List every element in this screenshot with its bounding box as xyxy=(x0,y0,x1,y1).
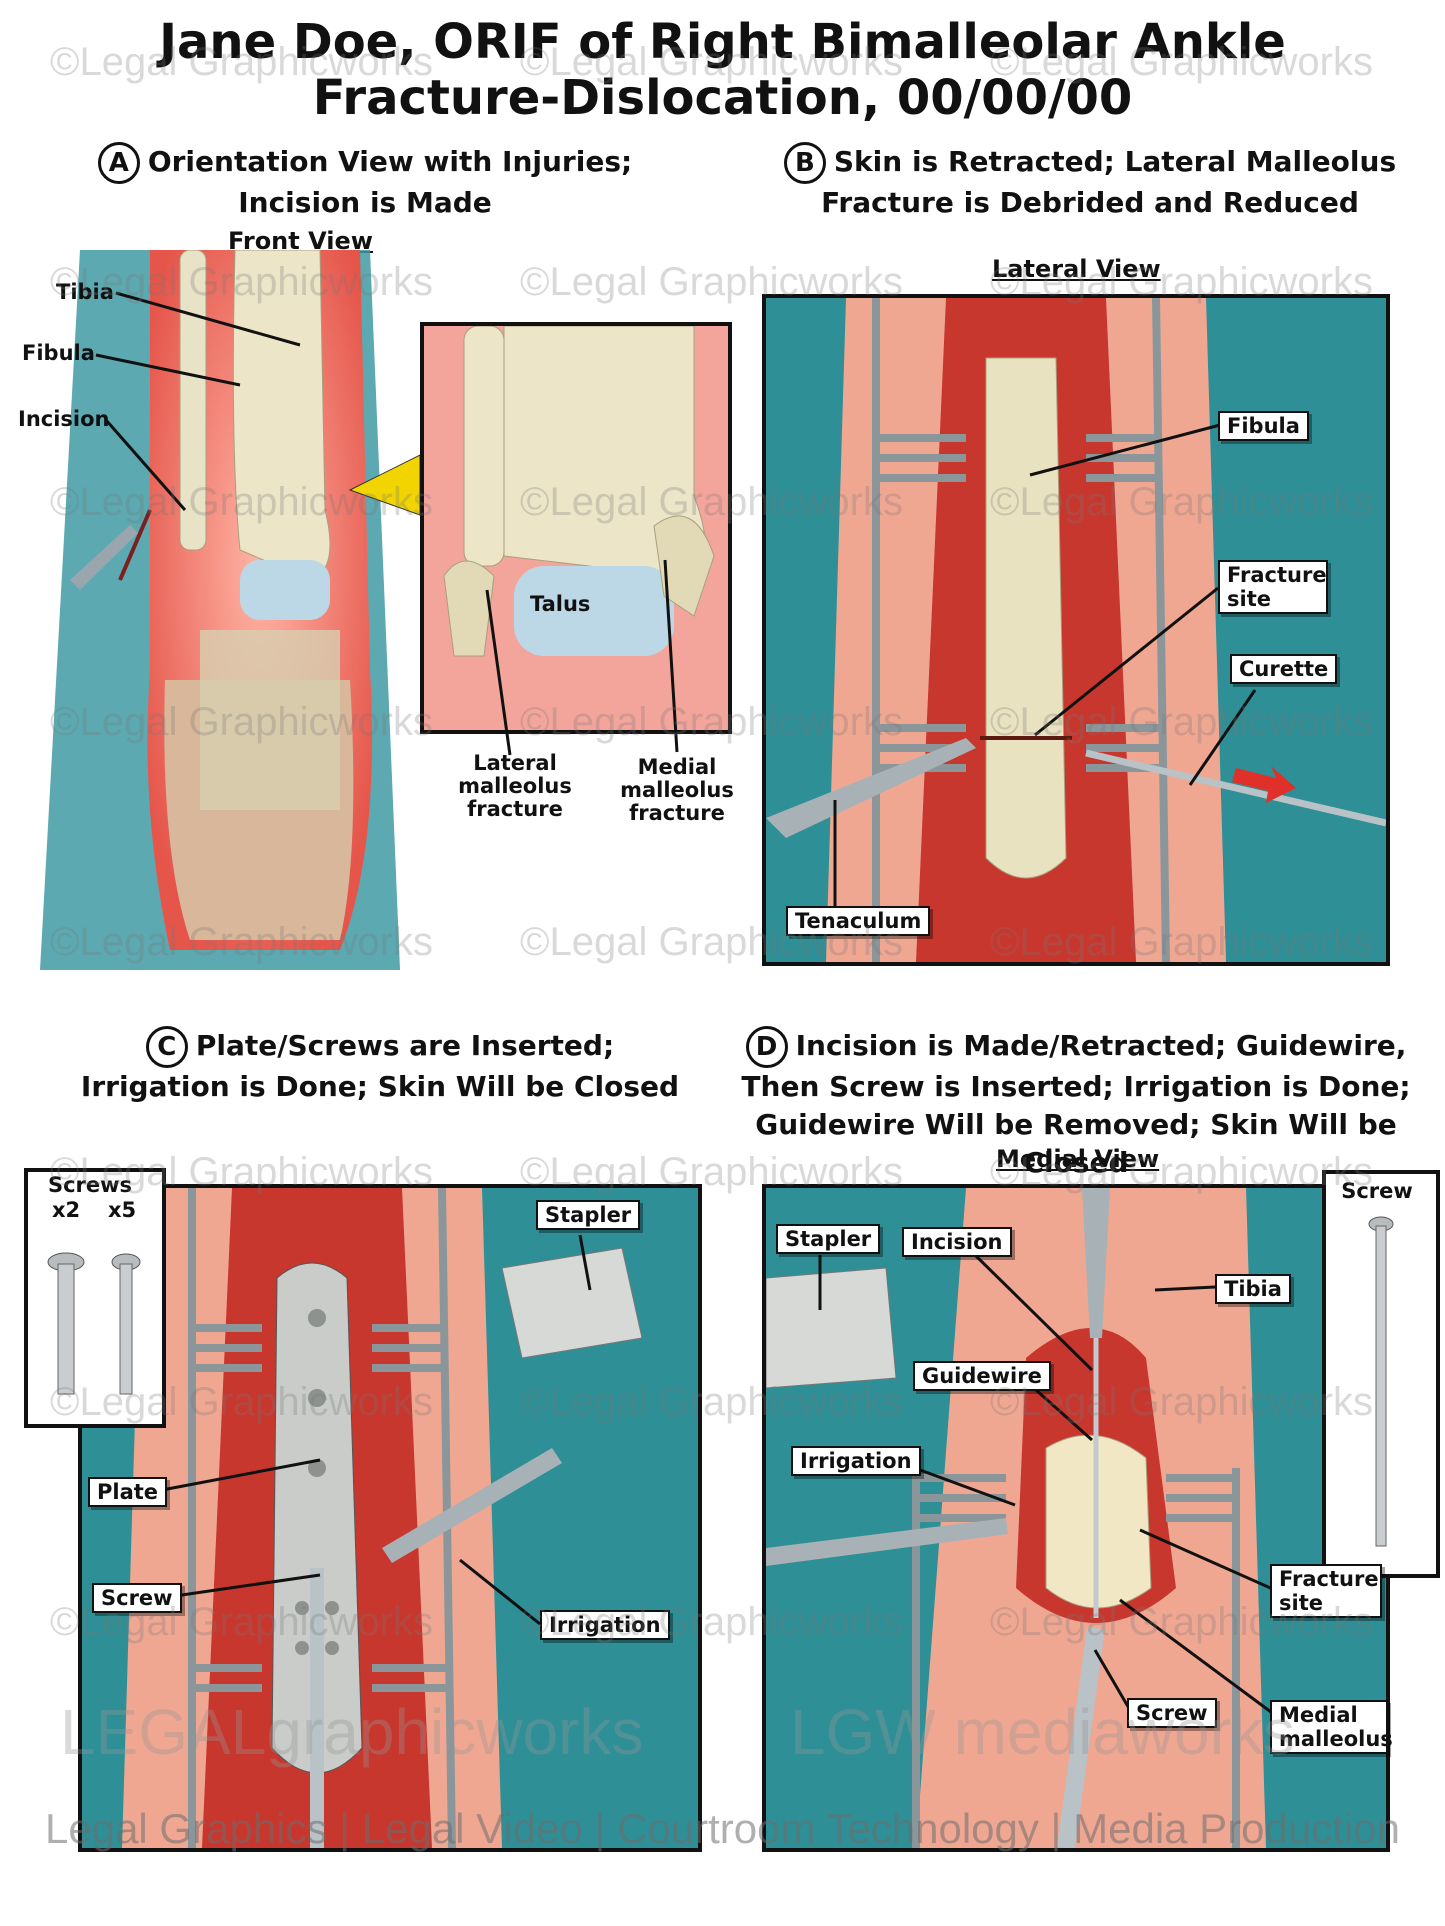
fibula-bone xyxy=(179,250,207,551)
panel-a-illustration xyxy=(40,250,421,970)
panel-b-title-line2: Fracture is Debrided and Reduced xyxy=(821,186,1359,219)
screw-icon-cortical xyxy=(111,1253,141,1395)
talus-bone xyxy=(240,560,330,620)
screwdriver xyxy=(1057,1626,1105,1848)
label-d-fracture-site: Fracture site xyxy=(1270,1564,1382,1618)
brand-right: LGW mediaworks xyxy=(790,1696,1295,1768)
panel-d-title-line2: Then Screw is Inserted; Irrigation is Do… xyxy=(741,1070,1411,1103)
panel-c-frame xyxy=(78,1184,702,1852)
panel-a-letter: A xyxy=(97,142,140,184)
irrigation-tube xyxy=(382,1448,562,1563)
panel-d-letter: D xyxy=(745,1026,788,1068)
curette-tool xyxy=(1085,749,1386,827)
panel-b-view-label: Lateral View xyxy=(992,255,1161,283)
panel-c-title-line2: Irrigation is Done; Skin Will be Closed xyxy=(80,1070,680,1103)
label-c-screws: Screws xyxy=(47,1173,133,1197)
label-a-lateral-malleolus-fracture: Lateral malleolus fracture xyxy=(458,751,572,821)
panel-a-title-line2: Incision is Made xyxy=(238,186,492,219)
label-d-tibia: Tibia xyxy=(1215,1274,1291,1304)
label-a-talus: Talus xyxy=(530,592,591,616)
label-b-tenaculum: Tenaculum xyxy=(786,906,931,936)
label-a-tibia: Tibia xyxy=(56,280,114,304)
panel-a-title-line1: Orientation View with Injuries; xyxy=(147,145,633,178)
panel-c-screws-inset xyxy=(24,1168,166,1428)
panel-b-frame xyxy=(762,294,1390,966)
main-title: Jane Doe, ORIF of Right Bimalleolar Ankl… xyxy=(0,14,1445,126)
tarsal-bones xyxy=(200,630,340,810)
brand-left: LEGALgraphicworks xyxy=(60,1696,644,1768)
screws-inset-illustration xyxy=(47,1252,141,1395)
panel-b-illustration xyxy=(766,298,1386,962)
main-title-line1: Jane Doe, ORIF of Right Bimalleolar Ankl… xyxy=(159,14,1286,70)
screw-icon-locking xyxy=(47,1252,85,1395)
stapler-tool xyxy=(766,1267,897,1389)
panel-b-letter: B xyxy=(783,142,826,184)
label-d-guidewire: Guidewire xyxy=(913,1361,1051,1391)
screw-inset-illustration xyxy=(1368,1216,1394,1547)
irrigation-tube xyxy=(766,1518,1008,1566)
label-b-fracture-site: Fracture site xyxy=(1218,560,1328,614)
fibula-bone xyxy=(985,357,1067,879)
label-d-medial-malleolus: Medial malleolus xyxy=(1270,1700,1393,1754)
label-c-stapler: Stapler xyxy=(536,1200,641,1230)
main-title-line2: Fracture-Dislocation, 00/00/00 xyxy=(312,70,1133,126)
label-c-screw: Screw xyxy=(92,1583,182,1613)
label-c-x2: x2 xyxy=(52,1198,81,1222)
tibia-bone xyxy=(232,250,331,581)
label-c-x5: x5 xyxy=(108,1198,137,1222)
inset-fibula xyxy=(463,326,505,567)
panel-d-title-line1: Incision is Made/Retracted; Guidewire, xyxy=(795,1029,1407,1062)
inset-illustration xyxy=(424,326,728,730)
label-d-irrigation: Irrigation xyxy=(791,1446,921,1476)
panel-c-title-line1: Plate/Screws are Inserted; xyxy=(195,1029,615,1062)
label-a-incision: Incision xyxy=(18,407,110,431)
panel-d-illustration xyxy=(766,1188,1386,1848)
panel-d-screw-inset xyxy=(1322,1170,1440,1578)
label-b-curette: Curette xyxy=(1230,654,1338,684)
label-c-plate: Plate xyxy=(88,1477,168,1507)
scalpel-icon xyxy=(70,525,138,590)
label-a-fibula: Fibula xyxy=(22,341,95,365)
panel-c-illustration xyxy=(82,1188,698,1848)
fixation-plate xyxy=(271,1262,363,1774)
label-d-screw: Screw xyxy=(1127,1698,1217,1728)
label-a-medial-malleolus-fracture: Medial malleolus fracture xyxy=(620,755,734,825)
panel-d-frame xyxy=(762,1184,1390,1852)
cannulated-screw-icon xyxy=(1368,1216,1394,1547)
tenaculum-tool xyxy=(766,738,976,838)
label-b-fibula: Fibula xyxy=(1218,411,1309,441)
panel-a-inset xyxy=(420,322,732,734)
label-d-stapler: Stapler xyxy=(776,1224,881,1254)
panel-c-letter: C xyxy=(145,1026,188,1068)
label-c-irrigation: Irrigation xyxy=(540,1610,670,1640)
footer-tagline: Legal Graphics | Legal Video | Courtroom… xyxy=(45,1805,1400,1852)
inset-talus xyxy=(514,566,674,656)
panel-d-view-label: Medial View xyxy=(996,1145,1160,1173)
panel-b-title-line1: Skin is Retracted; Lateral Malleolus xyxy=(833,145,1397,178)
label-d-incision: Incision xyxy=(902,1227,1012,1257)
incision-line xyxy=(118,509,152,581)
stapler-tool xyxy=(501,1247,643,1359)
label-d-screw-inset: Screw xyxy=(1341,1179,1413,1203)
panel-d-title-line3: Guidewire Will be Removed; Skin Will be … xyxy=(755,1108,1397,1179)
